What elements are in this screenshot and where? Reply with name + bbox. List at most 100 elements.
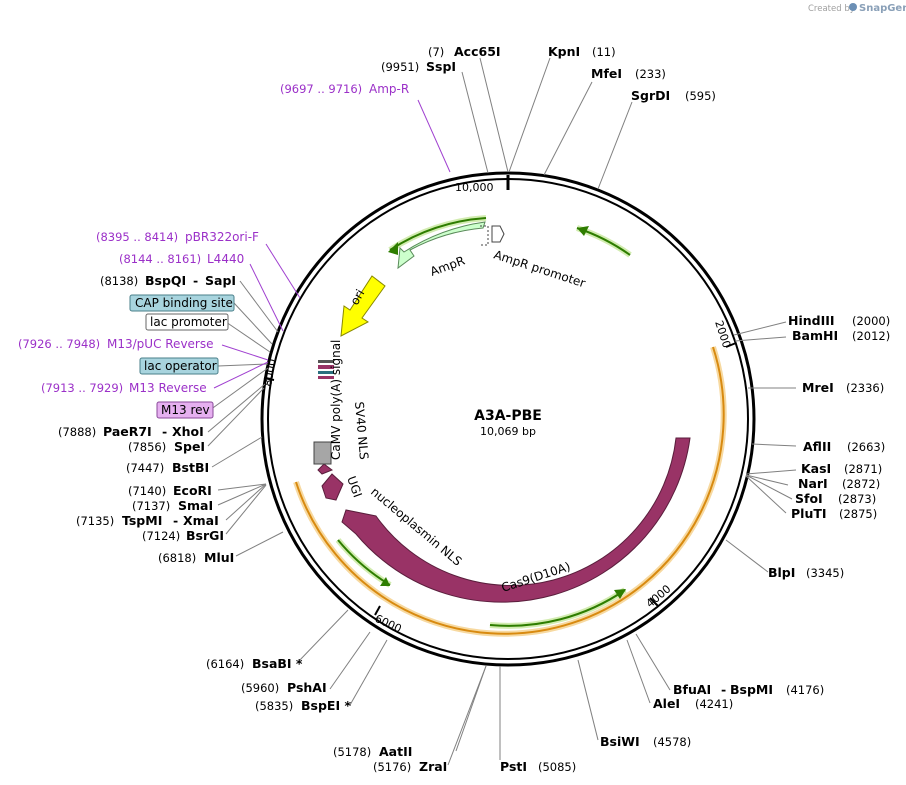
- site-name-sspi: SspI: [426, 59, 456, 74]
- leader-primer-ampr: [417, 99, 451, 173]
- feature-label-ampr-promoter: AmpR promoter: [492, 248, 587, 291]
- ori-feature: [340, 275, 386, 337]
- leader-m13rev: [209, 367, 269, 411]
- leader-spei: [207, 387, 265, 447]
- leader-xhoi: [207, 383, 266, 433]
- tick-mark-6000: [374, 605, 381, 616]
- orf-arc-orange: [295, 346, 725, 635]
- leader-sfoi: [745, 474, 793, 500]
- site-pos-spei: (7856): [128, 440, 166, 454]
- site-name-sgrdi: SgrDI: [631, 88, 670, 103]
- site-pos-blpi: (3345): [806, 566, 844, 580]
- site-name-sapi: SapI: [205, 273, 236, 288]
- box-m13-rev: [156, 401, 214, 419]
- box-lac-promoter: [145, 313, 229, 331]
- primer-range-ampr: (9697 .. 9716): [280, 82, 362, 96]
- leader-bsrgi: [225, 484, 267, 535]
- site-pos-sgrdi: (595): [685, 89, 716, 103]
- site-name-xmai: XmaI: [183, 513, 219, 528]
- leader-sgrdi: [597, 101, 633, 190]
- site-pos-bsrgi: (7124): [142, 529, 180, 543]
- primer-range-l4440: (8144 .. 8161): [119, 252, 201, 266]
- feature-label-ampr: AmpR: [428, 253, 466, 278]
- leader-pshai: [329, 631, 371, 690]
- site-pos-smai: (7137): [132, 499, 170, 513]
- site-name-mfei: MfeI: [591, 66, 622, 81]
- cas9-feature: [341, 437, 691, 603]
- feature-label-ugi: UGI: [344, 474, 365, 499]
- leader-cap: [233, 302, 273, 345]
- site-name-bfuai: BfuAI: [673, 682, 711, 697]
- site-name-bspei: BspEI *: [301, 698, 351, 713]
- primer-name-pbr322: pBR322ori-F: [185, 230, 259, 244]
- leader-primer-l4440: [249, 263, 284, 332]
- snapgene-logo-icon: [849, 3, 857, 11]
- site-name-xhoi: XhoI: [172, 424, 204, 439]
- credit-brand: SnapGene: [859, 3, 906, 14]
- site-sep-bspqi: -: [193, 273, 198, 288]
- feature-label-camv-polya: CaMV poly(A) signal: [329, 340, 343, 460]
- ampr-dotted-edge: [480, 225, 489, 246]
- site-pos-psti: (5085): [538, 760, 576, 774]
- site-name-bamhi: BamHI: [792, 328, 838, 343]
- site-name-acc65i: Acc65I: [454, 44, 501, 59]
- leader-alei: [626, 639, 651, 704]
- site-name-alei: AleI: [653, 696, 680, 711]
- site-pos-kasi: (2871): [844, 462, 882, 476]
- site-pos-sfoi: (2873): [838, 492, 876, 506]
- lac-cluster-mark-2: [318, 371, 334, 374]
- lac-cluster-mark-1: [318, 365, 334, 369]
- site-name-sfoi: SfoI: [795, 491, 823, 506]
- leader-bspqi: [239, 280, 279, 333]
- site-name-psti: PstI: [500, 759, 527, 774]
- site-pos-aatii: (5178): [333, 745, 371, 759]
- leader-primer-pbr322: [265, 243, 301, 299]
- tick-mark-8000: [263, 377, 275, 381]
- site-pos-mfei: (233): [635, 67, 666, 81]
- leader-primer-m13rev: [213, 361, 269, 389]
- site-name-smai: SmaI: [178, 498, 213, 513]
- leader-bsabi: [297, 609, 349, 663]
- feature-label-sv40-nls: SV40 NLS: [352, 401, 371, 460]
- primer-name-ampr: Amp-R: [369, 82, 409, 96]
- primer-range-m13rev: (7913 .. 7929): [41, 381, 123, 395]
- site-name-aatii: AatII: [379, 744, 412, 759]
- tick-label-2000: 2000: [712, 319, 733, 350]
- box-label-m13-rev: M13 rev: [161, 403, 210, 417]
- site-pos-nari: (2872): [842, 477, 880, 491]
- leader-pluti: [745, 475, 787, 514]
- orf-arrow-green-top: [388, 242, 398, 255]
- site-sep-tspmi: -: [173, 513, 178, 528]
- site-name-hindiii: HindIII: [788, 313, 835, 328]
- site-name-bsrgi: BsrGI: [186, 528, 224, 543]
- leader-kpni: [508, 57, 551, 173]
- site-pos-ecori: (7140): [128, 484, 166, 498]
- site-name-mlui: MluI: [204, 550, 234, 565]
- plasmid-name: A3A-PBE: [474, 408, 542, 424]
- box-cap-binding-site: [129, 294, 235, 312]
- leader-bamhi: [734, 336, 787, 342]
- site-pos-tspmi: (7135): [76, 514, 114, 528]
- site-pos-bamhi: (2012): [852, 329, 890, 343]
- primer-range-m13puc: (7926 .. 7948): [18, 337, 100, 351]
- primer-name-m13rev: M13 Reverse: [129, 381, 207, 395]
- leader-bstbi: [211, 436, 263, 468]
- orf-arrow-green-right: [577, 226, 589, 236]
- tick-label-8000: 8000: [261, 358, 279, 388]
- site-name-paer7i: PaeR7I: [103, 424, 152, 439]
- leader-zrai: [447, 665, 487, 766]
- tick-mark-4000: [649, 597, 659, 607]
- ampr-feature: [397, 221, 486, 270]
- leader-bfuai: [635, 633, 671, 691]
- leader-mfei: [543, 81, 593, 176]
- leader-acc65i: [479, 57, 509, 173]
- site-pos-mlui: (6818): [158, 551, 196, 565]
- sv40-nls-feature: [317, 463, 334, 475]
- leader-nari: [745, 474, 789, 486]
- primer-name-m13puc: M13/pUC Reverse: [107, 337, 214, 351]
- site-sep-paer7i: -: [162, 424, 167, 439]
- plasmid-length: 10,069 bp: [480, 425, 536, 438]
- site-pos-hindiii: (2000): [852, 314, 890, 328]
- site-name-mrei: MreI: [802, 380, 834, 395]
- site-pos-aflii: (2663): [847, 440, 885, 454]
